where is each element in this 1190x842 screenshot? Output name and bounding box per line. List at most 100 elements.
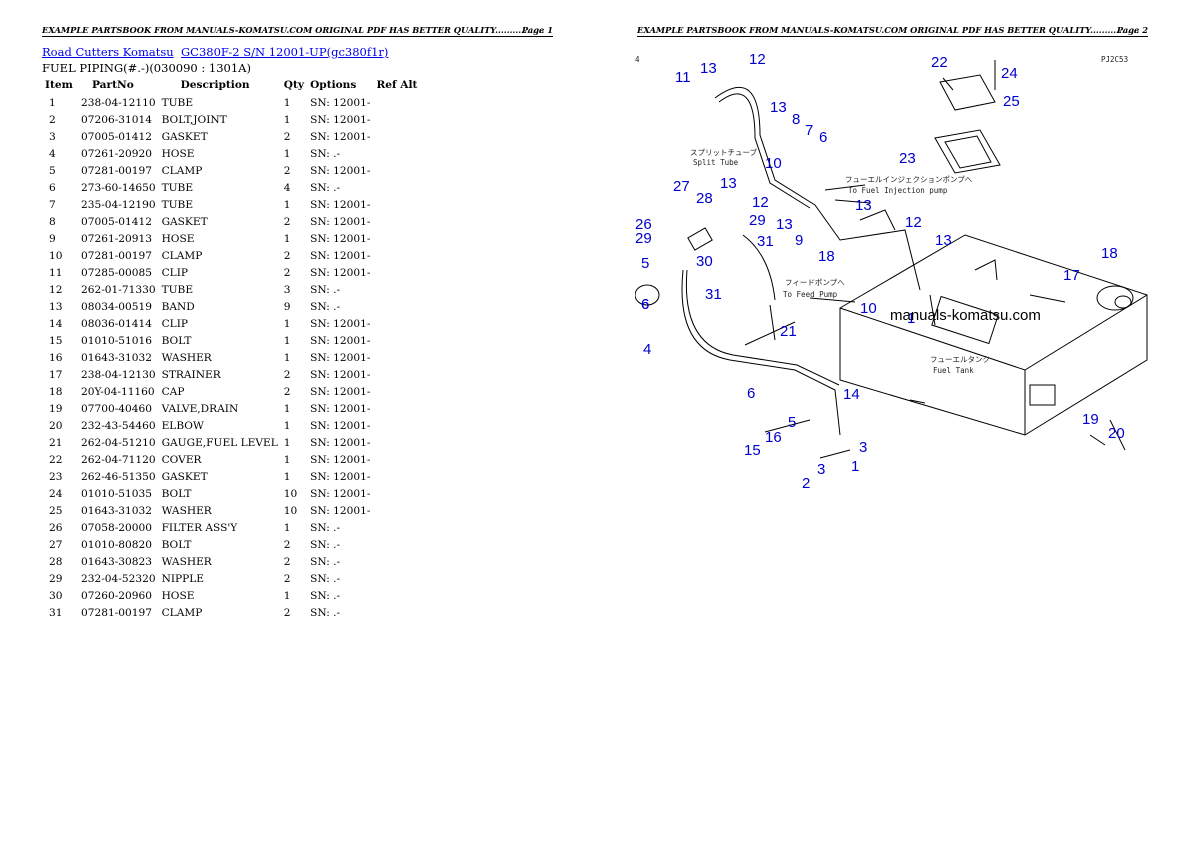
- cell-partno: 01643-30823: [81, 555, 152, 568]
- cell-ref-alt: [373, 196, 420, 213]
- callout-number: 26: [635, 216, 652, 233]
- cell-qty: 2: [283, 555, 291, 568]
- cell-partno: 232-04-52320: [81, 572, 156, 585]
- cell-ref-alt: [373, 485, 420, 502]
- cell-qty: 4: [283, 181, 291, 194]
- breadcrumb-link-model[interactable]: GC380F-2 S/N 12001-UP(gc380f1r): [180, 45, 389, 59]
- cell-options: SN: 12001-: [310, 198, 371, 211]
- cell-description: WASHER: [161, 555, 212, 568]
- cell-ref-alt: [373, 417, 420, 434]
- cell-ref-alt: [373, 587, 420, 604]
- cell-options: SN: 12001-: [310, 113, 371, 126]
- callout-number: 12: [752, 194, 769, 211]
- callout-number: 7: [805, 122, 813, 139]
- callout-number: 18: [818, 248, 835, 265]
- note-to-injection-jp: フューエルインジェクションポンプへ: [845, 175, 973, 184]
- cell-ref-alt: [373, 332, 420, 349]
- cell-item: 20: [49, 419, 63, 432]
- cell-options: SN: .-: [310, 555, 341, 568]
- callout-number: 4: [643, 341, 651, 358]
- cell-options: SN: 12001-: [310, 368, 371, 381]
- cell-partno: 07260-20960: [81, 589, 152, 602]
- cell-partno: 01010-51035: [81, 487, 152, 500]
- cell-options: SN: 12001-: [310, 487, 371, 500]
- cell-description: FILTER ASS'Y: [161, 521, 238, 534]
- callout-number: 15: [744, 442, 761, 459]
- callout-number: 13: [855, 197, 872, 214]
- cell-options: SN: 12001-: [310, 249, 371, 262]
- col-header-item: Item: [45, 79, 73, 91]
- breadcrumb-link-road-cutters[interactable]: Road Cutters Komatsu: [42, 45, 174, 59]
- cell-item: 12: [49, 283, 63, 296]
- cell-description: BOLT,JOINT: [161, 113, 227, 126]
- cell-ref-alt: [373, 145, 420, 162]
- cell-qty: 1: [283, 453, 291, 466]
- cell-qty: 1: [283, 589, 291, 602]
- cell-description: CLAMP: [161, 249, 203, 262]
- cell-description: NIPPLE: [161, 572, 205, 585]
- cell-description: BOLT: [161, 487, 192, 500]
- note-to-feed-jp: フィードポンプへ: [785, 278, 845, 287]
- cell-ref-alt: [373, 604, 420, 621]
- callout-number: 1: [907, 310, 915, 327]
- parts-table: Item PartNo Description Qty Options Ref …: [42, 76, 420, 621]
- cell-partno: 262-01-71330: [81, 283, 156, 296]
- callout-number: 31: [757, 233, 774, 250]
- cell-options: SN: .-: [310, 572, 341, 585]
- callout-number: 23: [899, 150, 916, 167]
- col-header-partno: PartNo: [92, 79, 134, 91]
- cell-qty: 2: [283, 538, 291, 551]
- cell-item: 7: [49, 198, 56, 211]
- callout-number: 3: [817, 461, 825, 478]
- cell-qty: 10: [283, 487, 298, 500]
- note-to-injection-en: To Fuel Injection pump: [848, 186, 948, 195]
- cell-ref-alt: [373, 213, 420, 230]
- cell-ref-alt: [373, 366, 420, 383]
- cell-options: SN: .-: [310, 538, 341, 551]
- diagram-code: PJ2C53: [1101, 55, 1128, 64]
- cell-item: 4: [49, 147, 56, 160]
- cell-ref-alt: [373, 400, 420, 417]
- cell-partno: 20Y-04-11160: [81, 385, 155, 398]
- cell-description: GAUGE,FUEL LEVEL: [161, 436, 278, 449]
- cell-options: SN: .-: [310, 606, 341, 619]
- callout-number: 29: [749, 212, 766, 229]
- cell-options: SN: 12001-: [310, 215, 371, 228]
- cell-qty: 1: [283, 351, 291, 364]
- callout-number: 19: [1082, 411, 1099, 428]
- cell-partno: 235-04-12190: [81, 198, 156, 211]
- cell-item: 21: [49, 436, 63, 449]
- callout-number: 6: [641, 296, 649, 313]
- cell-qty: 1: [283, 198, 291, 211]
- cell-qty: 2: [283, 215, 291, 228]
- cell-description: WASHER: [161, 504, 212, 517]
- cell-partno: 01643-31032: [81, 504, 152, 517]
- cell-qty: 1: [283, 147, 291, 160]
- cell-description: BOLT: [161, 334, 192, 347]
- cell-options: SN: 12001-: [310, 402, 371, 415]
- cell-item: 13: [49, 300, 63, 313]
- cell-qty: 1: [283, 419, 291, 432]
- cell-options: SN: 12001-: [310, 351, 371, 364]
- cell-qty: 2: [283, 368, 291, 381]
- note-fuel-tank-jp: フューエルタンク: [930, 355, 990, 364]
- cell-item: 24: [49, 487, 63, 500]
- cell-item: 6: [49, 181, 56, 194]
- cell-description: COVER: [161, 453, 202, 466]
- cell-item: 26: [49, 521, 63, 534]
- cell-partno: 07285-00085: [81, 266, 152, 279]
- cell-ref-alt: [373, 315, 420, 332]
- cell-qty: 2: [283, 164, 291, 177]
- callout-number: 5: [641, 255, 649, 272]
- cell-item: 5: [49, 164, 56, 177]
- cell-qty: 10: [283, 504, 298, 517]
